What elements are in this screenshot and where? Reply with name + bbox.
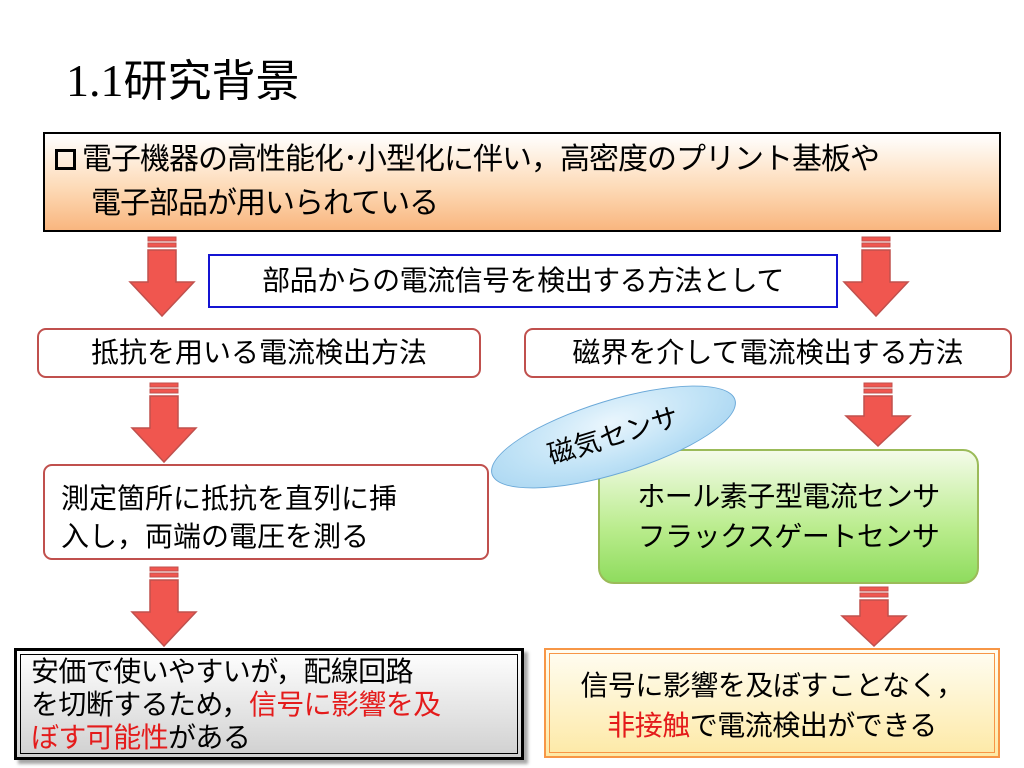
resistor-result-highlight-2: ぼす可能性 [31, 721, 169, 754]
magnetic-result-highlight: 非接触 [607, 709, 690, 742]
resistor-result-line-3b: がある [168, 721, 251, 754]
premise-line-2: 電子部品が用いられている [91, 186, 439, 221]
title-text: 研究背景 [123, 56, 300, 107]
resistor-result-line-3: ぼす可能性がある [31, 721, 521, 754]
resistor-result-line-1: 安価で使いやすいが，配線回路 [31, 655, 414, 688]
resistor-detail-line-2: 入し，両端の電圧を測る [61, 520, 370, 553]
sensor-line-1: ホール素子型電流センサ [637, 480, 940, 513]
magnetic-result-line-1: 信号に影響を及ぼすことなく， [580, 669, 964, 702]
sensor-line-2: フラックスゲートセンサ [637, 520, 940, 553]
resistor-detail-line-1: 測定箇所に抵抗を直列に挿 [61, 482, 398, 515]
down-arrow-icon [130, 382, 198, 464]
premise-box: 電子機器の高性能化･小型化に伴い，高密度のプリント基板や 電子部品が用いられてい… [43, 132, 1001, 232]
down-arrow-icon [128, 236, 196, 318]
square-bullet-icon [55, 149, 76, 170]
title-number: 1.1 [66, 55, 124, 106]
magnetic-result-line-2b: で電流検出ができる [689, 709, 937, 742]
magnetic-result-box: 信号に影響を及ぼすことなく， 非接触で電流検出ができる [544, 648, 1000, 758]
down-arrow-icon [840, 586, 908, 648]
slide-title: 1.1研究背景 [66, 58, 300, 104]
resistor-result-highlight-1: 信号に影響を及 [248, 688, 441, 721]
sensor-types-box: ホール素子型電流センサ フラックスゲートセンサ [598, 449, 979, 584]
resistor-result-line-2a: を切断するため， [31, 688, 249, 721]
premise-line-1: 電子機器の高性能化･小型化に伴い，高密度のプリント基板や [82, 142, 880, 177]
down-arrow-icon [130, 566, 198, 648]
magnetic-method-box: 磁界を介して電流検出する方法 [524, 328, 1012, 378]
resistor-result-line-2: を切断するため，信号に影響を及 [31, 688, 521, 721]
resistor-detail-box: 測定箇所に抵抗を直列に挿 入し，両端の電圧を測る [43, 464, 489, 560]
down-arrow-icon [842, 236, 910, 318]
detection-method-label: 部品からの電流信号を検出する方法として [208, 254, 838, 308]
resistor-result-box: 安価で使いやすいが，配線回路 を切断するため，信号に影響を及 ぼす可能性がある [14, 648, 524, 760]
down-arrow-icon [844, 382, 912, 448]
magnetic-result-line-2: 非接触で電流検出ができる [546, 706, 998, 746]
resistor-method-box: 抵抗を用いる電流検出方法 [37, 328, 481, 378]
